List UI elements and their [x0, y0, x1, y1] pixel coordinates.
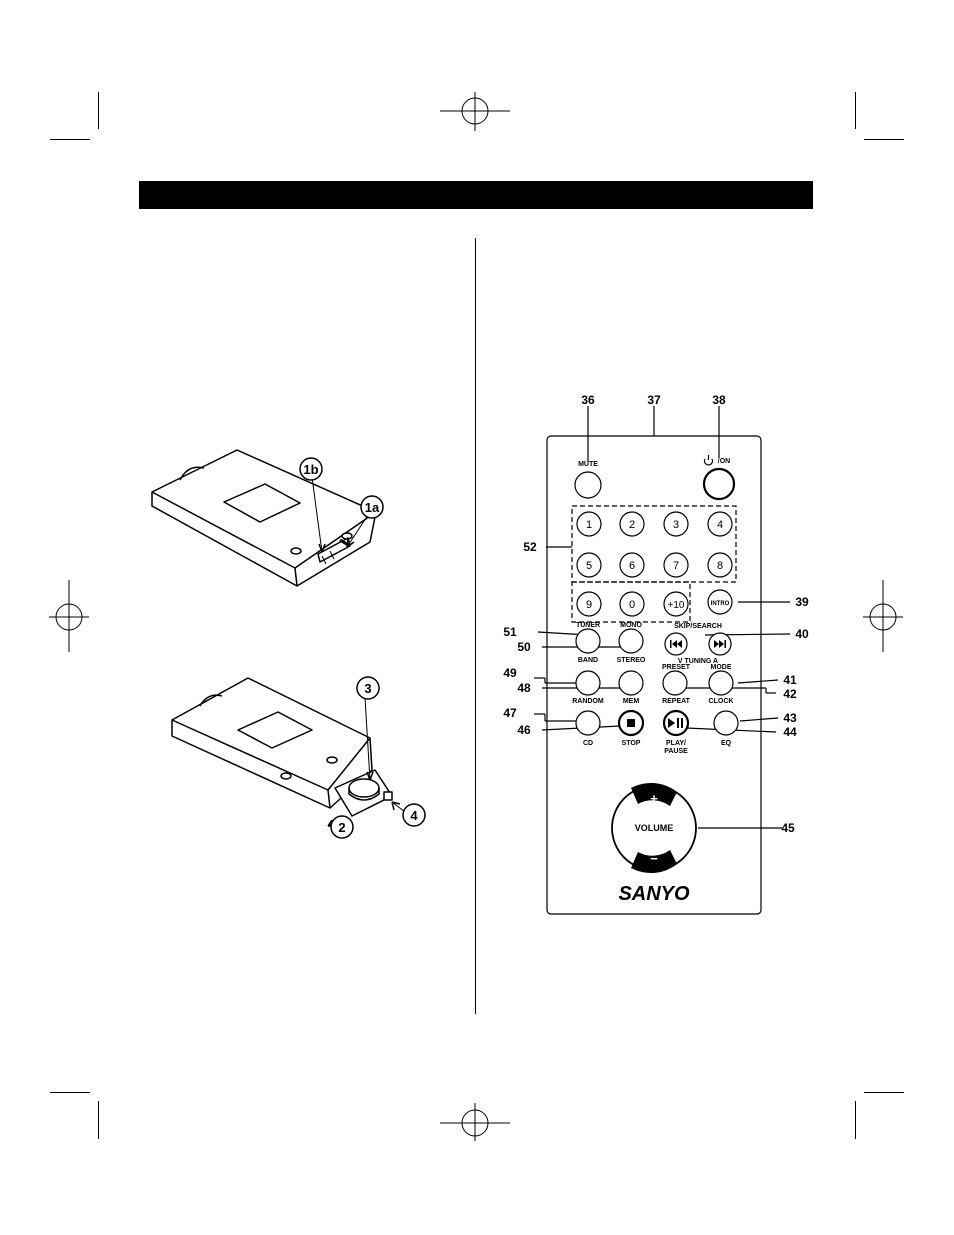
number-key-0[interactable]: 0 [629, 599, 635, 611]
mute-label: MUTE [578, 461, 598, 468]
tuner-label: TUNER [576, 622, 600, 629]
on-label: /ON [718, 458, 730, 465]
callout-42: 42 [783, 687, 797, 701]
callout-2: 2 [338, 820, 345, 835]
callout-4: 4 [410, 808, 418, 823]
callout-40: 40 [795, 627, 809, 641]
callout-36: 36 [581, 393, 595, 407]
number-key-1[interactable]: 1 [586, 519, 592, 531]
mem-label: MEM [623, 698, 640, 705]
callout-39: 39 [795, 595, 809, 609]
number-key-4[interactable]: 4 [717, 519, 723, 531]
number-key-9[interactable]: 9 [586, 599, 592, 611]
cd-button[interactable] [576, 711, 600, 735]
callout-41: 41 [783, 673, 797, 687]
callout-49: 49 [503, 666, 517, 680]
callout-1a: 1a [365, 500, 380, 515]
play-pause-button[interactable] [664, 711, 688, 735]
number-key-8[interactable]: 8 [717, 560, 723, 572]
callout-3: 3 [364, 681, 371, 696]
mode-label: MODE [711, 664, 732, 671]
mode-clock-button[interactable] [709, 671, 733, 695]
power-icon [705, 455, 713, 465]
battery-cover-illustration-1: 1b 1a [140, 440, 440, 600]
remote-control-diagram: MUTE /ON INTRO TUNER BAND MONO STEREO SK… [490, 390, 830, 930]
mono-label: MONO [620, 622, 642, 629]
eq-label: EQ [721, 740, 732, 747]
random-label: RANDOM [572, 698, 604, 705]
repeat-label: REPEAT [662, 698, 691, 705]
mono-stereo-button[interactable] [619, 629, 643, 653]
eq-button[interactable] [714, 711, 738, 735]
number-key-7[interactable]: 7 [673, 560, 679, 572]
mem-button[interactable] [619, 671, 643, 695]
column-divider [475, 238, 476, 1014]
number-key-plus10[interactable]: +10 [668, 600, 685, 611]
callout-50: 50 [517, 640, 531, 654]
clock-label: CLOCK [709, 698, 734, 705]
band-label: BAND [578, 657, 598, 664]
section-header-bar [139, 181, 813, 209]
random-button[interactable] [576, 671, 600, 695]
intro-label: INTRO [711, 601, 730, 607]
number-key-3[interactable]: 3 [673, 519, 679, 531]
callout-37: 37 [647, 393, 661, 407]
pause-label: PAUSE [664, 748, 688, 755]
mute-button[interactable] [575, 472, 601, 498]
callout-43: 43 [783, 711, 797, 725]
callout-52: 52 [523, 540, 537, 554]
number-key-5[interactable]: 5 [586, 560, 592, 572]
number-key-6[interactable]: 6 [629, 560, 635, 572]
preset-repeat-button[interactable] [663, 671, 687, 695]
stop-icon [627, 719, 635, 727]
stereo-label: STEREO [617, 657, 646, 664]
callout-47: 47 [503, 706, 517, 720]
power-on-button[interactable] [704, 469, 734, 499]
sanyo-logo: SANYO [618, 883, 690, 905]
battery-insertion-illustration: 3 2 4 [160, 670, 440, 850]
tuner-band-button[interactable] [576, 629, 600, 653]
volume-plus-label: + [650, 791, 658, 806]
callout-46: 46 [517, 723, 531, 737]
callout-38: 38 [712, 393, 726, 407]
skip-search-label: SKIP/SEARCH [674, 623, 722, 630]
volume-minus-label: − [650, 851, 658, 866]
stop-label: STOP [622, 740, 641, 747]
callout-44: 44 [783, 725, 797, 739]
callout-45: 45 [781, 821, 795, 835]
callout-51: 51 [503, 625, 517, 639]
play-label: PLAY/ [666, 740, 686, 747]
cd-label: CD [583, 740, 593, 747]
volume-label: VOLUME [635, 823, 674, 833]
callout-1b: 1b [303, 462, 318, 477]
preset-label: PRESET [662, 664, 691, 671]
callout-48: 48 [517, 681, 531, 695]
number-key-2[interactable]: 2 [629, 519, 635, 531]
